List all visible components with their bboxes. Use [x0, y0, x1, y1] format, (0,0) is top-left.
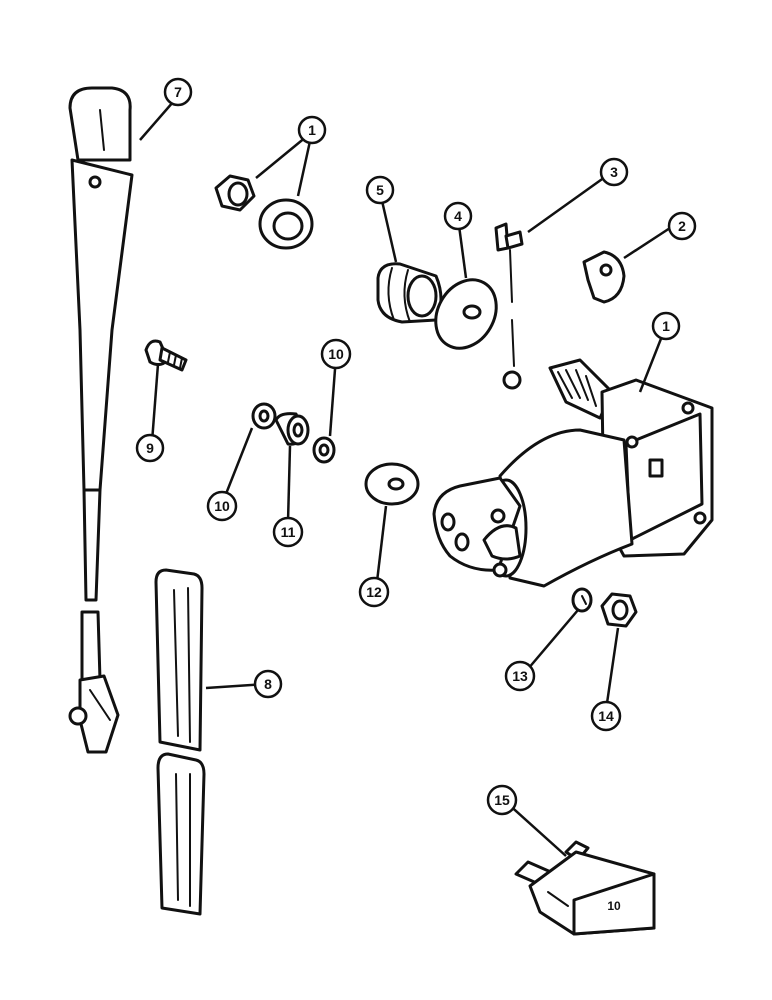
svg-text:15: 15: [494, 792, 510, 808]
svg-text:8: 8: [264, 676, 272, 692]
svg-text:10: 10: [214, 498, 230, 514]
bushing: [274, 412, 310, 446]
blade-fuse: 10: [514, 840, 656, 936]
callout-14: 14: [590, 700, 622, 732]
callout-11: 11: [272, 516, 304, 548]
callout-1-motor: 1: [651, 311, 681, 341]
flat-washer: [434, 278, 498, 350]
svg-text:7: 7: [174, 84, 182, 100]
svg-text:1: 1: [308, 122, 316, 138]
svg-text:13: 13: [512, 668, 528, 684]
svg-text:14: 14: [598, 708, 614, 724]
seal-washer: [258, 198, 314, 250]
svg-text:12: 12: [366, 584, 382, 600]
ground-wire: [494, 222, 524, 390]
hex-nut: [600, 592, 638, 628]
washer: [312, 436, 336, 464]
callout-2: 2: [667, 211, 697, 241]
grommet: [376, 262, 443, 324]
callout-7: 7: [163, 77, 193, 107]
callout-15: 15: [486, 784, 518, 816]
nut: [214, 174, 256, 212]
lock-washer: [571, 587, 593, 613]
callout-12: 12: [358, 576, 390, 608]
callout-10-left: 10: [206, 490, 238, 522]
callouts: 7 1 2 3 4 5 1 10: [135, 77, 697, 816]
callout-10-right: 10: [320, 338, 352, 370]
svg-text:11: 11: [281, 524, 296, 540]
svg-text:5: 5: [376, 182, 384, 198]
callout-5: 5: [365, 175, 395, 205]
wiper-motor: [432, 358, 714, 588]
callout-9: 9: [135, 433, 165, 463]
callout-3: 3: [599, 157, 629, 187]
cable-clip: [582, 250, 626, 304]
svg-text:3: 3: [610, 164, 618, 180]
svg-text:10: 10: [328, 346, 344, 362]
svg-text:1: 1: [662, 318, 670, 334]
callout-1-nut-washer: 1: [297, 115, 327, 145]
callout-4: 4: [443, 201, 473, 231]
svg-text:9: 9: [146, 440, 154, 456]
washer: [251, 402, 277, 430]
svg-text:2: 2: [678, 218, 686, 234]
wiper-blade: [154, 568, 206, 916]
callout-13: 13: [504, 660, 536, 692]
washer: [364, 462, 420, 506]
fuse-rating-label: 10: [607, 899, 621, 913]
screw: [144, 339, 188, 372]
wiper-arm: [68, 86, 134, 754]
svg-text:4: 4: [454, 208, 462, 224]
callout-8: 8: [253, 669, 283, 699]
